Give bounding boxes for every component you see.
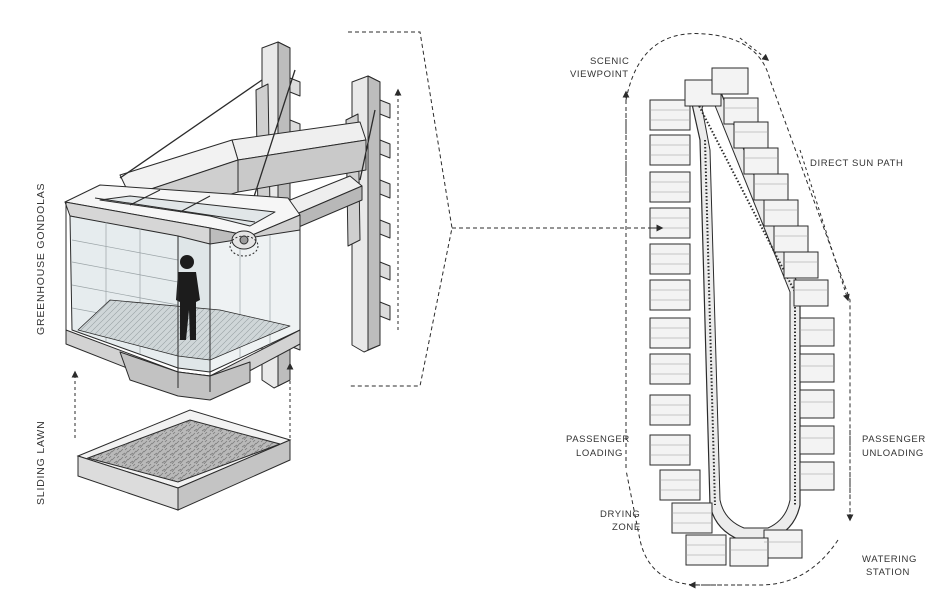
passenger-loading-label-line2: LOADING	[576, 448, 623, 459]
gondolas-top	[684, 67, 749, 107]
callout-bracket	[348, 31, 655, 387]
passenger-unloading-label-line1: PASSENGER	[862, 434, 926, 445]
loop-path	[625, 33, 851, 586]
person-silhouette	[176, 255, 200, 340]
drying-zone-label-line1: DRYING	[600, 509, 640, 520]
sun-path-arrow	[799, 149, 850, 302]
label-layer: GREENHOUSE GONDOLAS SLIDING LAWN SCENIC …	[35, 56, 926, 578]
viewpoint-top-arrow	[739, 37, 770, 61]
circulation-loop-diagram	[622, 33, 854, 589]
sliding-lawn-label: SLIDING LAWN	[35, 421, 47, 505]
greenhouse-gondolas-label: GREENHOUSE GONDOLAS	[35, 183, 47, 335]
mast-back	[345, 75, 391, 353]
scenic-viewpoint-label-line2: VIEWPOINT	[570, 69, 629, 80]
drying-zone-label-line2: ZONE	[612, 522, 641, 533]
gondolas-right-column	[723, 97, 835, 567]
greenhouse-gondola-illustration	[64, 41, 391, 401]
lift-arrows	[71, 88, 402, 438]
gondolas-left-column	[649, 99, 727, 566]
passenger-loading-label-line1: PASSENGER	[566, 434, 630, 445]
scenic-viewpoint-label-line1: SCENIC	[590, 56, 630, 67]
direct-sun-path-label: DIRECT SUN PATH	[810, 158, 903, 169]
passenger-unloading-label-line2: UNLOADING	[862, 448, 924, 459]
watering-station-label-line1: WATERING	[862, 554, 917, 565]
watering-station-label-line2: STATION	[866, 567, 910, 578]
sliding-lawn-tray	[76, 409, 292, 511]
